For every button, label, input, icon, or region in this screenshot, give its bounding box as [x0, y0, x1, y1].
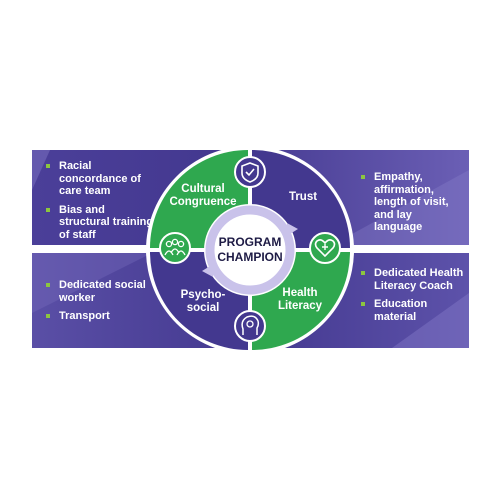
list-item: Transport [46, 310, 156, 323]
label-cultural-line1: Cultural [181, 183, 224, 195]
label-cultural-line2: Congruence [169, 196, 236, 208]
head-profile-icon [234, 310, 266, 342]
list-item: Dedicated social worker [46, 279, 156, 304]
label-psychosocial-line1: Psycho- [181, 289, 226, 301]
label-health-line1: Health [282, 287, 317, 299]
list-item: Racial concordance of care team [46, 160, 156, 198]
cycle-arrow-icon [285, 223, 298, 237]
list-item: Dedicated Health Literacy Coach [361, 267, 465, 292]
center-title-line1: PROGRAM [219, 235, 282, 249]
psychosocial-list: Dedicated social worker Transport [46, 279, 156, 329]
center-title-line2: CHAMPION [217, 250, 282, 264]
cycle-ring [205, 205, 295, 295]
list-item: Education material [361, 298, 465, 323]
list-item: Empathy, affirmation, length of visit, a… [361, 171, 461, 234]
program-wheel: PROGRAM CHAMPION Cultural Congruence Tru… [146, 146, 354, 354]
trust-list: Empathy, affirmation, length of visit, a… [361, 171, 461, 240]
health-literacy-list: Dedicated Health Literacy Coach Educatio… [361, 267, 465, 329]
list-item: Bias and structural training of staff [46, 204, 156, 242]
heart-plus-icon [309, 232, 341, 264]
cultural-congruence-list: Racial concordance of care team Bias and… [46, 160, 156, 247]
cycle-arrow-icon [202, 263, 215, 277]
label-trust: Trust [289, 191, 317, 203]
label-health-line2: Literacy [278, 300, 323, 312]
shield-check-icon [234, 156, 266, 188]
label-psychosocial-line2: social [187, 302, 220, 314]
group-people-icon [159, 232, 191, 264]
